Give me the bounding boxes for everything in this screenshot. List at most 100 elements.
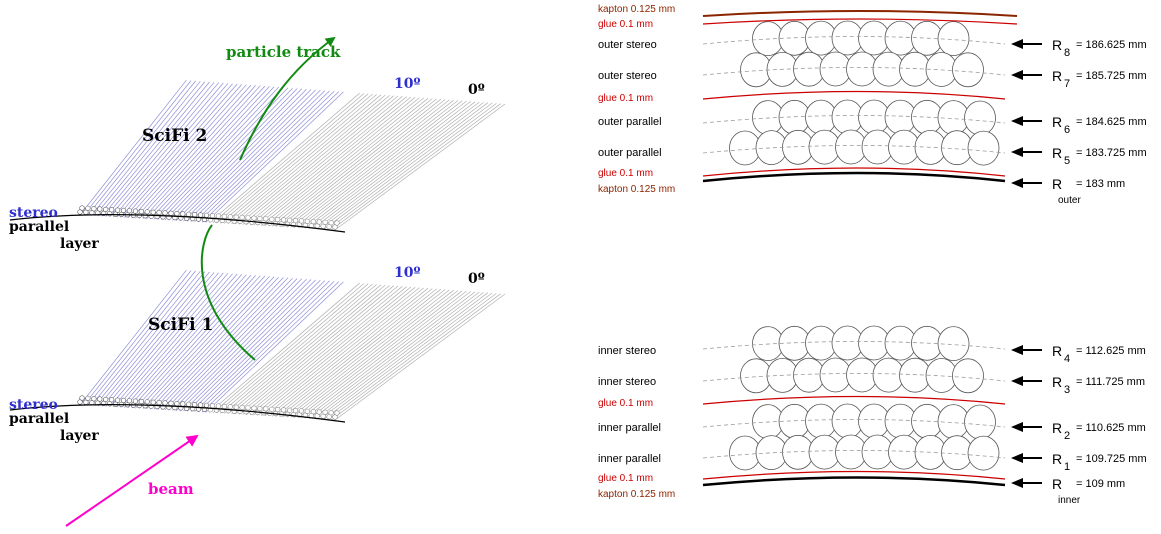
lower-fiber-line bbox=[246, 286, 403, 416]
upper-fiber-end bbox=[150, 209, 156, 215]
outer-radius-symbol: R bbox=[1052, 145, 1062, 161]
upper-fiber-line bbox=[271, 98, 433, 227]
upper-fiber-end bbox=[109, 207, 115, 213]
lower-fiber-end bbox=[304, 408, 310, 414]
outer-row-label: outer stereo bbox=[598, 70, 657, 82]
upper-fiber-line bbox=[98, 81, 210, 217]
upper-fiber-end bbox=[168, 210, 174, 216]
upper-fiber-line bbox=[246, 96, 403, 226]
upper-fiber-end bbox=[263, 216, 269, 222]
upper-fiber-end bbox=[162, 210, 168, 216]
inner-row-dashed-line bbox=[702, 450, 1006, 459]
inner-row-dashed-line bbox=[702, 341, 1006, 350]
particle-track-arrow-upper bbox=[239, 36, 336, 161]
lower-fiber-line bbox=[312, 291, 480, 419]
upper-fiber-end bbox=[328, 220, 334, 226]
upper-fiber-line bbox=[168, 88, 298, 221]
outer-base-radius-value: = 183 mm bbox=[1076, 178, 1125, 190]
upper-fiber-line bbox=[275, 98, 437, 227]
lower-fiber-line bbox=[131, 274, 252, 409]
lower-fiber-line bbox=[201, 281, 340, 413]
upper-fiber-line bbox=[205, 91, 344, 223]
inner-radius-symbol: R bbox=[1052, 374, 1062, 390]
upper-fiber-end bbox=[257, 215, 263, 222]
particle-track-label: particle track bbox=[226, 43, 341, 61]
upper-fiber-line bbox=[153, 86, 279, 220]
upper-label-layer: layer bbox=[60, 236, 99, 252]
upper-fiber-end bbox=[316, 219, 322, 225]
upper-fiber-line bbox=[312, 101, 480, 229]
outer-radius-value: = 186.625 mm bbox=[1076, 39, 1147, 51]
upper-fiber-line bbox=[198, 91, 335, 223]
inner-row-label: inner parallel bbox=[598, 453, 661, 465]
lower-fiber-line bbox=[90, 271, 201, 406]
upper-fiber-line bbox=[253, 96, 412, 226]
lower-fiber-line bbox=[116, 273, 233, 408]
lower-fiber-line bbox=[316, 292, 484, 420]
upper-fiber-line bbox=[323, 102, 493, 230]
lower-fiber-end bbox=[269, 406, 275, 412]
lower-fiber-end bbox=[292, 408, 299, 414]
upper-fiber-line bbox=[231, 94, 386, 225]
upper-fiber-line bbox=[268, 98, 429, 227]
lower-fiber-line bbox=[168, 278, 298, 411]
upper-fiber-end bbox=[120, 207, 127, 213]
upper-fiber-end bbox=[332, 224, 338, 230]
upper-fiber-end bbox=[269, 216, 275, 222]
inner-radius-subscript: 2 bbox=[1064, 430, 1070, 442]
upper-fiber-end bbox=[180, 211, 186, 217]
lower-fiber-line bbox=[257, 287, 416, 416]
upper-fiber-line bbox=[216, 93, 369, 224]
lower-fiber-end bbox=[91, 396, 97, 402]
upper-fiber-end bbox=[97, 206, 103, 212]
upper-fiber-line bbox=[249, 96, 407, 226]
upper-fiber-line bbox=[87, 80, 196, 216]
lower-fiber-end bbox=[132, 398, 138, 404]
inner-fiber-circle bbox=[952, 358, 984, 394]
lower-fiber-line bbox=[146, 276, 270, 410]
upper-fiber-line bbox=[113, 83, 229, 218]
outer-fiber-circle bbox=[937, 21, 970, 56]
upper-fiber-end bbox=[114, 207, 121, 213]
inner-fiber-circles bbox=[702, 325, 1006, 471]
lower-fiber-line bbox=[153, 276, 279, 410]
lower-fiber-line bbox=[223, 284, 377, 414]
lower-fiber-end bbox=[316, 409, 322, 415]
upper-fiber-end bbox=[77, 209, 83, 215]
lower-fiber-line bbox=[297, 290, 463, 419]
lower-fiber-end bbox=[85, 395, 91, 401]
lower-fiber-line bbox=[268, 288, 429, 417]
lower-fiber-line bbox=[94, 271, 206, 407]
lower-fiber-end bbox=[239, 404, 245, 411]
lower-fiber-line bbox=[127, 274, 247, 409]
inner-kapton-bottom-label: kapton 0.125 mm bbox=[598, 489, 675, 500]
outer-radius-symbol: R bbox=[1052, 37, 1062, 53]
lower-fiber-line bbox=[327, 293, 497, 420]
upper-fiber-end bbox=[287, 217, 293, 223]
inner-radius-value: = 110.625 mm bbox=[1076, 422, 1146, 434]
inner-fiber-circle bbox=[964, 404, 996, 440]
upper-fiber-end bbox=[239, 214, 245, 220]
upper-fiber-end bbox=[85, 205, 91, 211]
lower-fiber-line bbox=[260, 287, 420, 416]
lower-fiber-end bbox=[227, 404, 233, 410]
outer-radius-value: = 184.625 mm bbox=[1076, 116, 1147, 128]
lower-fiber-end bbox=[162, 400, 168, 406]
lower-fiber-end bbox=[287, 407, 293, 413]
lower-fiber-line bbox=[220, 283, 373, 414]
upper-fiber-end bbox=[126, 208, 132, 214]
inner-row-label: inner stereo bbox=[598, 345, 656, 357]
outer-radius-subscript: 6 bbox=[1064, 124, 1070, 136]
upper-fiber-end bbox=[320, 223, 326, 229]
lower-fiber-end bbox=[126, 398, 132, 404]
lower-fiber-line bbox=[294, 290, 459, 418]
lower-fiber-end bbox=[156, 399, 162, 406]
inner-base-radius-symbol: R bbox=[1052, 476, 1062, 492]
lower-fiber-end bbox=[263, 406, 269, 412]
outer-glue-top-label: glue 0.1 mm bbox=[598, 19, 653, 30]
inner-radius-symbol: R bbox=[1052, 451, 1062, 467]
lower-fiber-line bbox=[290, 289, 454, 418]
upper-fiber-end bbox=[215, 213, 221, 219]
outer-radius-value: = 185.725 mm bbox=[1076, 70, 1147, 82]
inner-base-radius-subscript: inner bbox=[1058, 495, 1081, 506]
